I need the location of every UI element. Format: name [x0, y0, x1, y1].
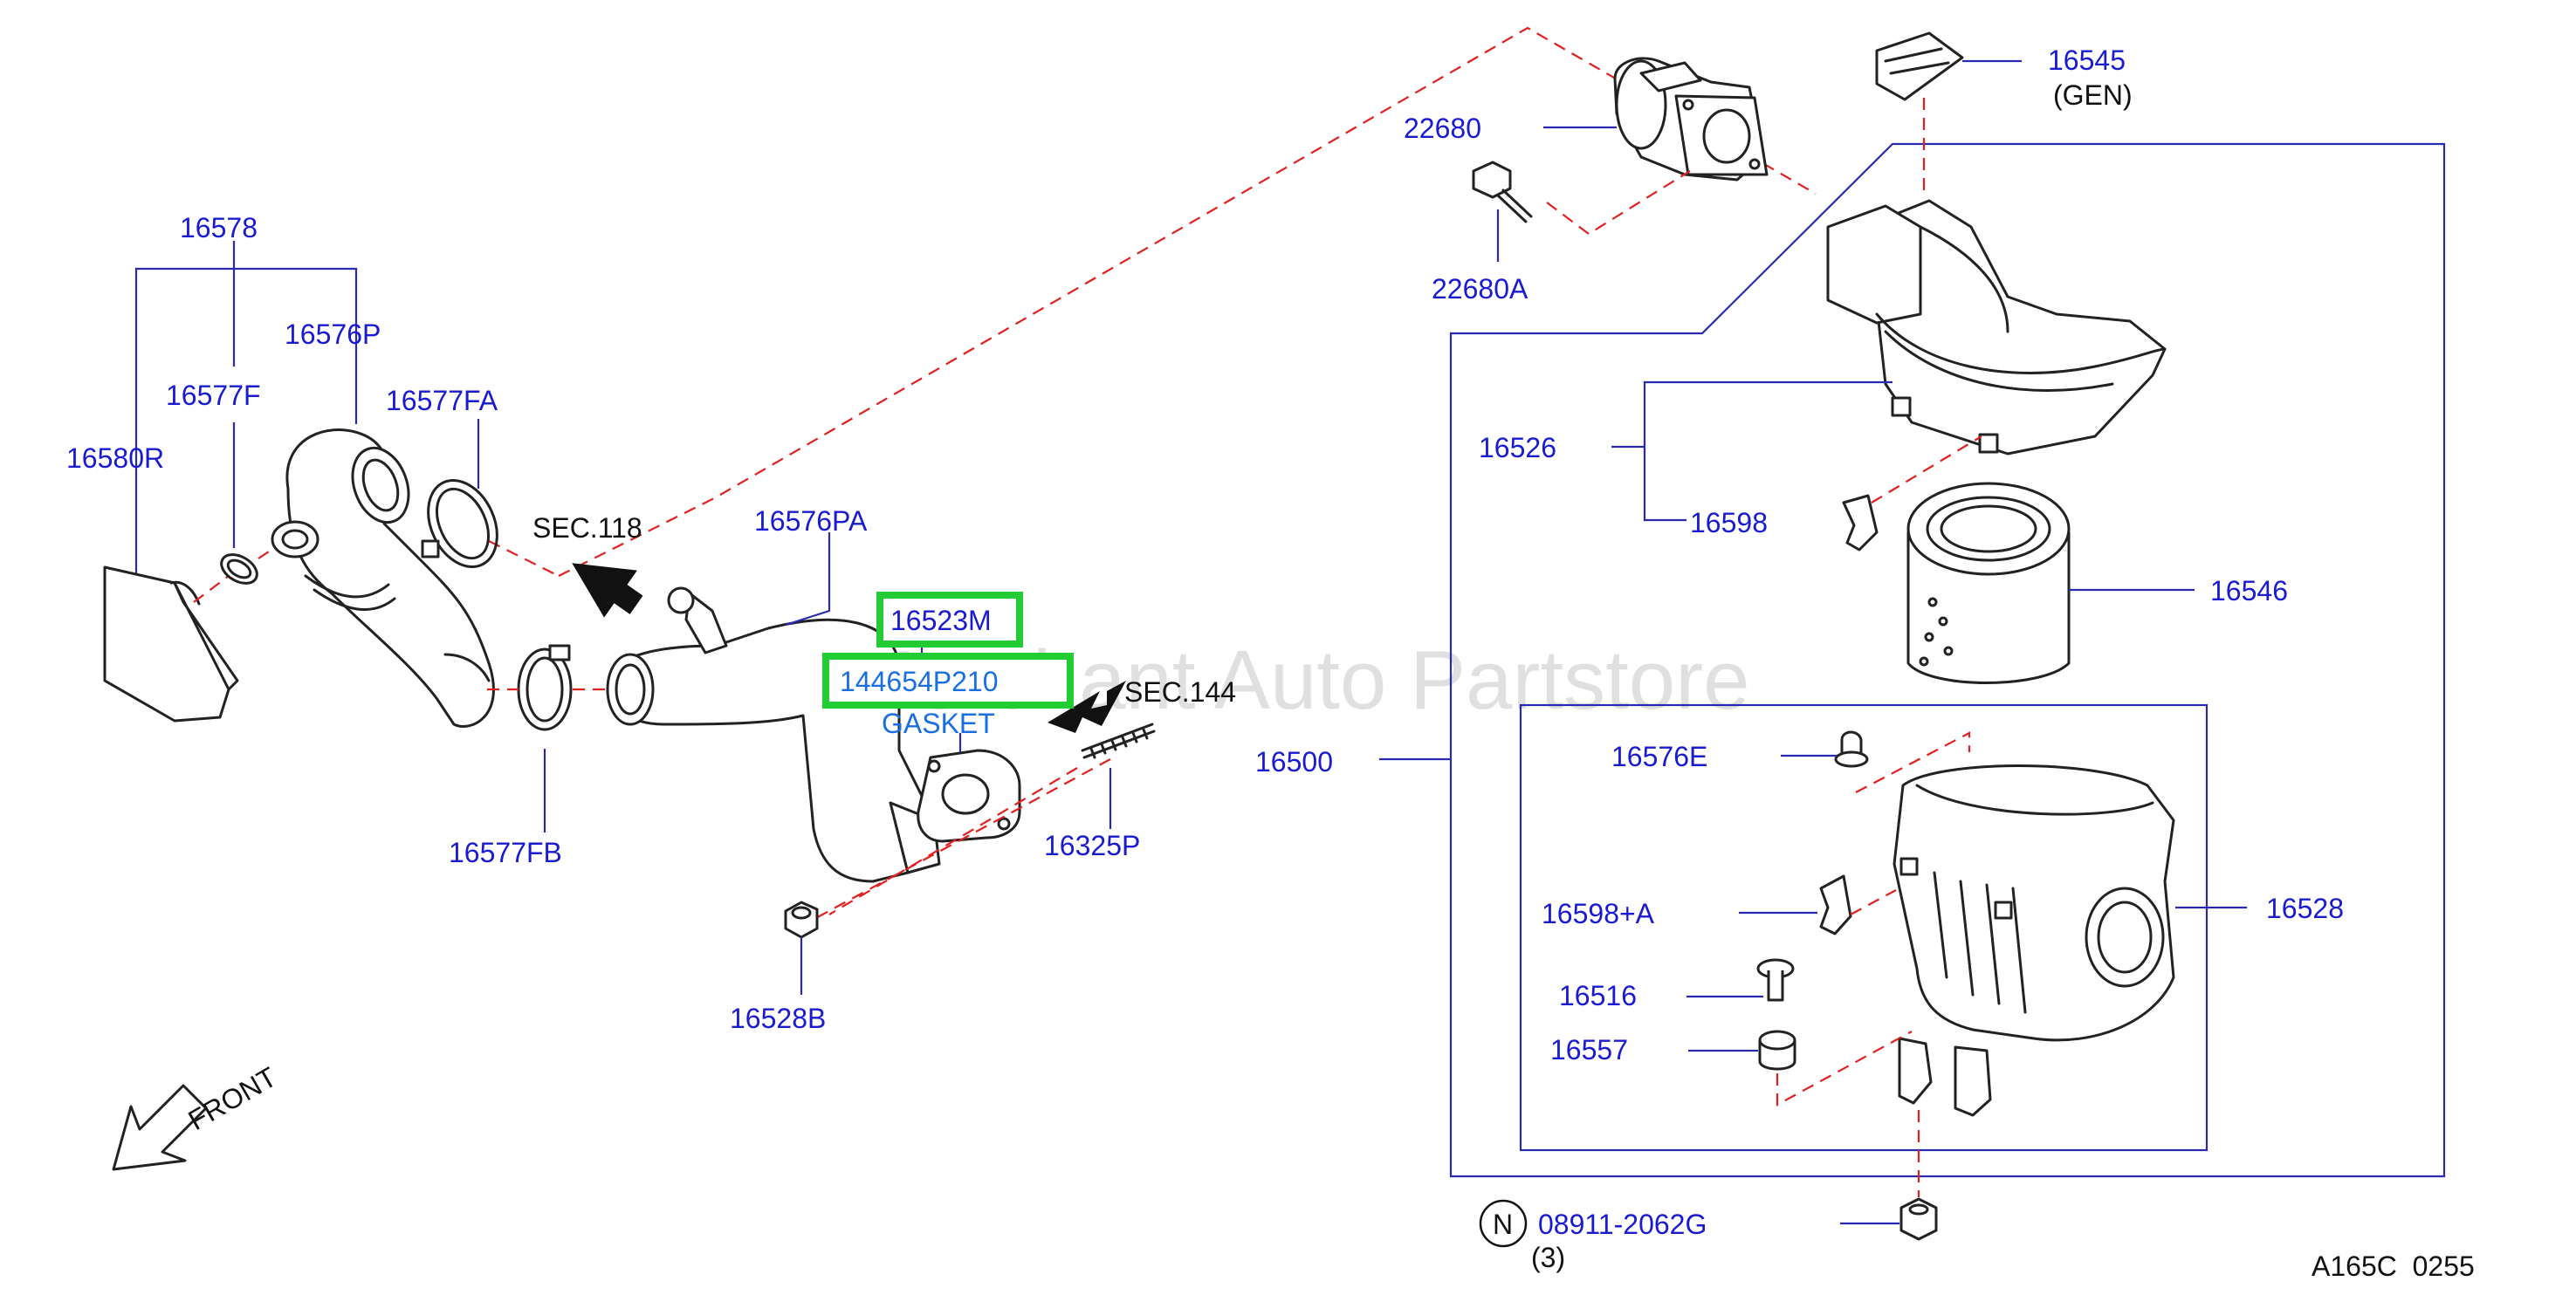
dashed-stud-line — [802, 758, 1111, 926]
arrow-right-icon — [1048, 681, 1126, 733]
front-arrow-icon — [112, 1084, 208, 1171]
filter-element-16546 — [1906, 482, 2071, 684]
label-16577FB: 16577FB — [449, 837, 562, 868]
highlight-box-144654P210 — [822, 653, 1074, 709]
clip-16598 — [1842, 494, 1879, 552]
dashed-guide-long — [558, 26, 1817, 577]
label-gasket: GASKET — [882, 708, 995, 739]
label-16500: 16500 — [1255, 746, 1333, 778]
dashed-16580R — [193, 575, 230, 603]
bolt-16516 — [1756, 958, 1795, 1002]
label-gen: (GEN) — [2053, 79, 2133, 111]
cover-16526 — [1826, 199, 2167, 456]
label-qty3: (3) — [1531, 1242, 1565, 1273]
dashed-16576E — [1855, 731, 1971, 793]
label-16578: 16578 — [180, 212, 258, 243]
nut-08911 — [1899, 1197, 1938, 1241]
label-16580R: 16580R — [66, 442, 164, 474]
label-16576P: 16576P — [285, 319, 381, 350]
label-16523M: 16523M — [890, 605, 992, 636]
label-22680: 22680 — [1404, 113, 1481, 144]
label-16598: 16598 — [1690, 507, 1768, 538]
assembly-bracket-16500 — [1449, 142, 2446, 1178]
rubber-16557 — [1758, 1030, 1796, 1071]
label-sec118[interactable]: SEC.118 — [532, 512, 642, 544]
dashed-16598A — [1850, 889, 1897, 915]
label-16528B: 16528B — [730, 1003, 826, 1034]
label-144654P210: 144654P210 — [840, 666, 999, 697]
label-16545: 16545 — [2048, 45, 2126, 76]
clamp-16577FA — [421, 478, 498, 569]
arrow-upleft-icon — [572, 563, 643, 618]
duct-inlet-16580R — [103, 565, 239, 723]
gasket-part — [917, 749, 1021, 843]
airflow-meter-22680 — [1613, 57, 1769, 182]
label-16557: 16557 — [1550, 1034, 1628, 1065]
n-mark-circle — [1479, 1199, 1528, 1248]
hose-16576P — [271, 428, 495, 728]
label-16325P: 16325P — [1044, 830, 1140, 861]
grommet-16576E — [1834, 730, 1869, 768]
leader-16526 — [1611, 380, 1893, 522]
dashed-16598 — [1871, 435, 1982, 504]
label-16528: 16528 — [2266, 893, 2344, 924]
label-16577FA: 16577FA — [386, 385, 498, 416]
label-tag-16545 — [1875, 31, 1964, 101]
label-sec144[interactable]: SEC.144 — [1124, 676, 1236, 708]
clip-16598A — [1819, 874, 1852, 935]
label-16576PA: 16576PA — [754, 505, 868, 537]
dashed-22680A — [1546, 170, 1691, 236]
label-16577F: 16577F — [166, 380, 261, 411]
clamp-16577F — [220, 553, 258, 585]
nut-16528B — [784, 901, 819, 939]
label-16598A: 16598+A — [1542, 898, 1655, 929]
highlight-box-16523M — [876, 592, 1023, 648]
label-22680A: 22680A — [1432, 273, 1528, 305]
label-16516: 16516 — [1559, 980, 1637, 1011]
dashed-guide-sec118 — [488, 540, 560, 577]
dashed-16557 — [1776, 1031, 1913, 1107]
label-n-mark: N — [1493, 1209, 1513, 1240]
label-diagram-code: A165C 0255 — [2312, 1250, 2475, 1282]
lower-case-16528 — [1893, 764, 2175, 1117]
label-08911: 08911-2062G — [1538, 1209, 1707, 1240]
label-16546: 16546 — [2210, 575, 2288, 606]
bolt-22680A — [1472, 161, 1533, 223]
stud-16325P — [1081, 723, 1156, 759]
leader-16578 — [134, 267, 358, 532]
label-16526: 16526 — [1479, 432, 1556, 463]
clamp-16577FB — [517, 644, 573, 731]
sub-bracket-16528 — [1519, 703, 2208, 1152]
leader-16576PA — [785, 532, 831, 627]
dashed-nut-line — [828, 767, 1078, 915]
label-16576E: 16576E — [1611, 741, 1707, 772]
